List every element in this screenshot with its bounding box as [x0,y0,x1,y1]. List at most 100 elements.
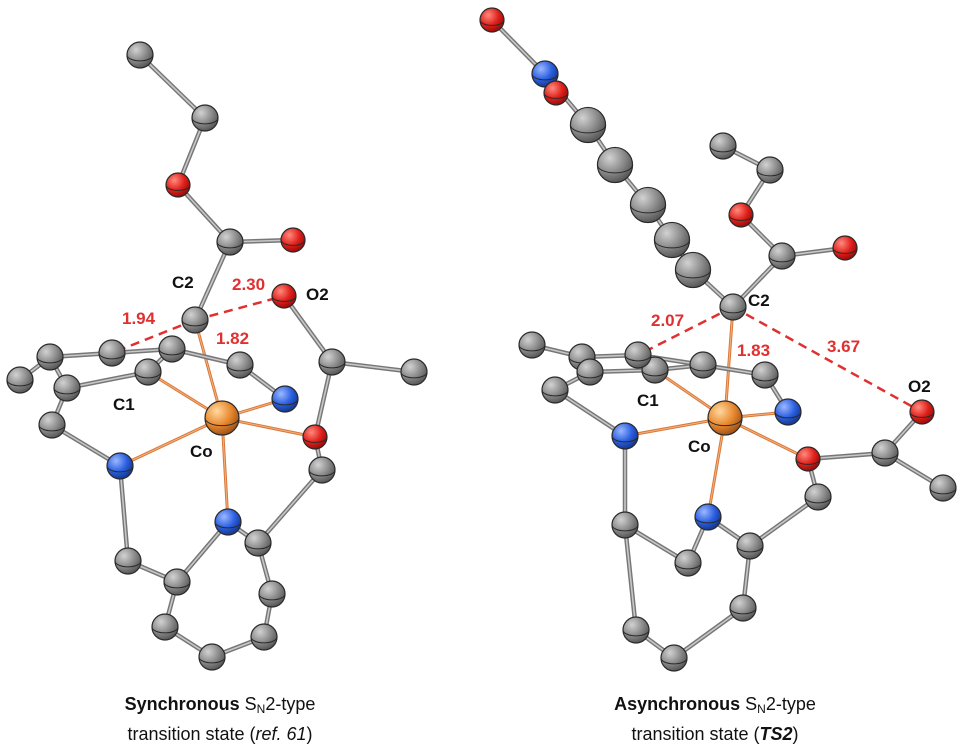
partial-bond [194,294,285,322]
atom-ellipsoid-line [719,306,747,314]
bond-highlight [66,371,149,389]
distance-label: 2.07 [651,311,684,330]
distance-label: 3.67 [827,337,860,356]
bond-highlight [673,607,744,659]
carbon-atom [569,106,607,144]
atom-ellipsoid-line [163,581,191,589]
atom-ellipsoid-line [653,239,691,249]
carbon-atom [576,358,604,386]
atom-ellipsoid-line [114,560,142,568]
carbon-atom [756,156,784,184]
atoms-group [6,41,428,671]
atom-ellipsoid-line [271,295,297,302]
atom-ellipsoid-line [694,516,722,524]
distance-label: 1.83 [737,341,770,360]
atom-ellipsoid-line [204,417,240,427]
atom-ellipsoid-line [98,352,126,360]
atom-label-c1: C1 [113,395,135,414]
bond-highlight [624,524,637,631]
carbon-atom [674,251,712,289]
carbon-atom [216,228,244,256]
carbon-atom [674,549,702,577]
oxygen-atom [302,424,328,450]
carbon-atom [53,374,81,402]
atom-ellipsoid-line [6,379,34,387]
carbon-atom [629,186,667,224]
bond-highlight [554,389,626,437]
atom-label-o2: O2 [908,377,931,396]
atom-ellipsoid-line [226,364,254,372]
carbon-atom [719,293,747,321]
atom-ellipsoid-line [258,593,286,601]
atom-ellipsoid-line [709,145,737,153]
atom-ellipsoid-line [611,524,639,532]
atom-ellipsoid-line [576,371,604,379]
atom-ellipsoid-line [832,247,858,254]
atom-ellipsoid-line [569,124,607,134]
nitrogen-atom [694,503,722,531]
atom-ellipsoid-line [158,348,186,356]
atom-ellipsoid-line [541,389,569,397]
atom-ellipsoid-line [689,364,717,372]
atom-ellipsoid-line [531,73,559,81]
bond-highlight [724,306,734,419]
nitrogen-atom [271,385,299,413]
atom-ellipsoid-line [756,169,784,177]
synchronous-structure: C2 O2 C1 Co 1.94 2.30 1.82 [6,41,428,671]
distance-label: 1.94 [122,309,156,328]
atom-ellipsoid-line [660,657,688,665]
atom-ellipsoid-line [250,636,278,644]
bond-highlight [194,241,231,321]
carbon-atom [729,594,757,622]
nitrogen-atom [774,398,802,426]
atom-ellipsoid-line [543,92,569,99]
atom-ellipsoid-line [728,214,754,221]
atom-ellipsoid-line [624,354,652,362]
atom-ellipsoid-line [126,54,154,62]
atom-ellipsoid-line [674,562,702,570]
oxygen-atom [832,235,858,261]
carbon-atom [518,331,546,359]
carbon-atom [871,439,899,467]
caption-line-1: Synchronous SN2-type [124,694,316,716]
bond-highlight [331,361,415,373]
atom-label-c2: C2 [172,273,194,292]
oxygen-atom [728,202,754,228]
atom-ellipsoid-line [804,496,832,504]
atom-label-co: Co [688,437,711,456]
atom-ellipsoid-line [629,204,667,214]
caption-line-2: transition state (TS2) [631,724,799,744]
atom-ellipsoid-line [768,255,796,263]
atom-ellipsoid-line [181,319,209,327]
atom-ellipsoid-line [729,607,757,615]
distance-label: 1.82 [216,329,249,348]
carbon-atom [134,358,162,386]
atom-ellipsoid-line [38,424,66,432]
carbon-atom [36,343,64,371]
atom-ellipsoid-line [674,269,712,279]
atom-ellipsoid-line [400,371,428,379]
atom-ellipsoid-line [151,626,179,634]
distance-label: 2.30 [232,275,265,294]
bond-highlight [749,496,819,547]
caption-line-2: transition state (ref. 61) [127,724,313,744]
carbon-atom [624,341,652,369]
atom-ellipsoid-line [214,521,242,529]
atom-ellipsoid-line [280,239,306,246]
atom-ellipsoid-line [929,487,957,495]
bonds-group [17,52,417,660]
bonds-group [489,17,946,661]
carbon-atom [244,529,272,557]
bond-highlight [139,54,206,119]
atom-ellipsoid-line [751,374,779,382]
oxygen-atom [479,7,505,33]
bond-highlight [257,469,323,544]
atom-ellipsoid-line [641,369,669,377]
atom-label-c1: C1 [637,391,659,410]
atom-ellipsoid-line [622,629,650,637]
atom-ellipsoid-line [518,344,546,352]
carbon-atom [114,547,142,575]
atom-ellipsoid-line [53,387,81,395]
atom-ellipsoid-line [216,241,244,249]
